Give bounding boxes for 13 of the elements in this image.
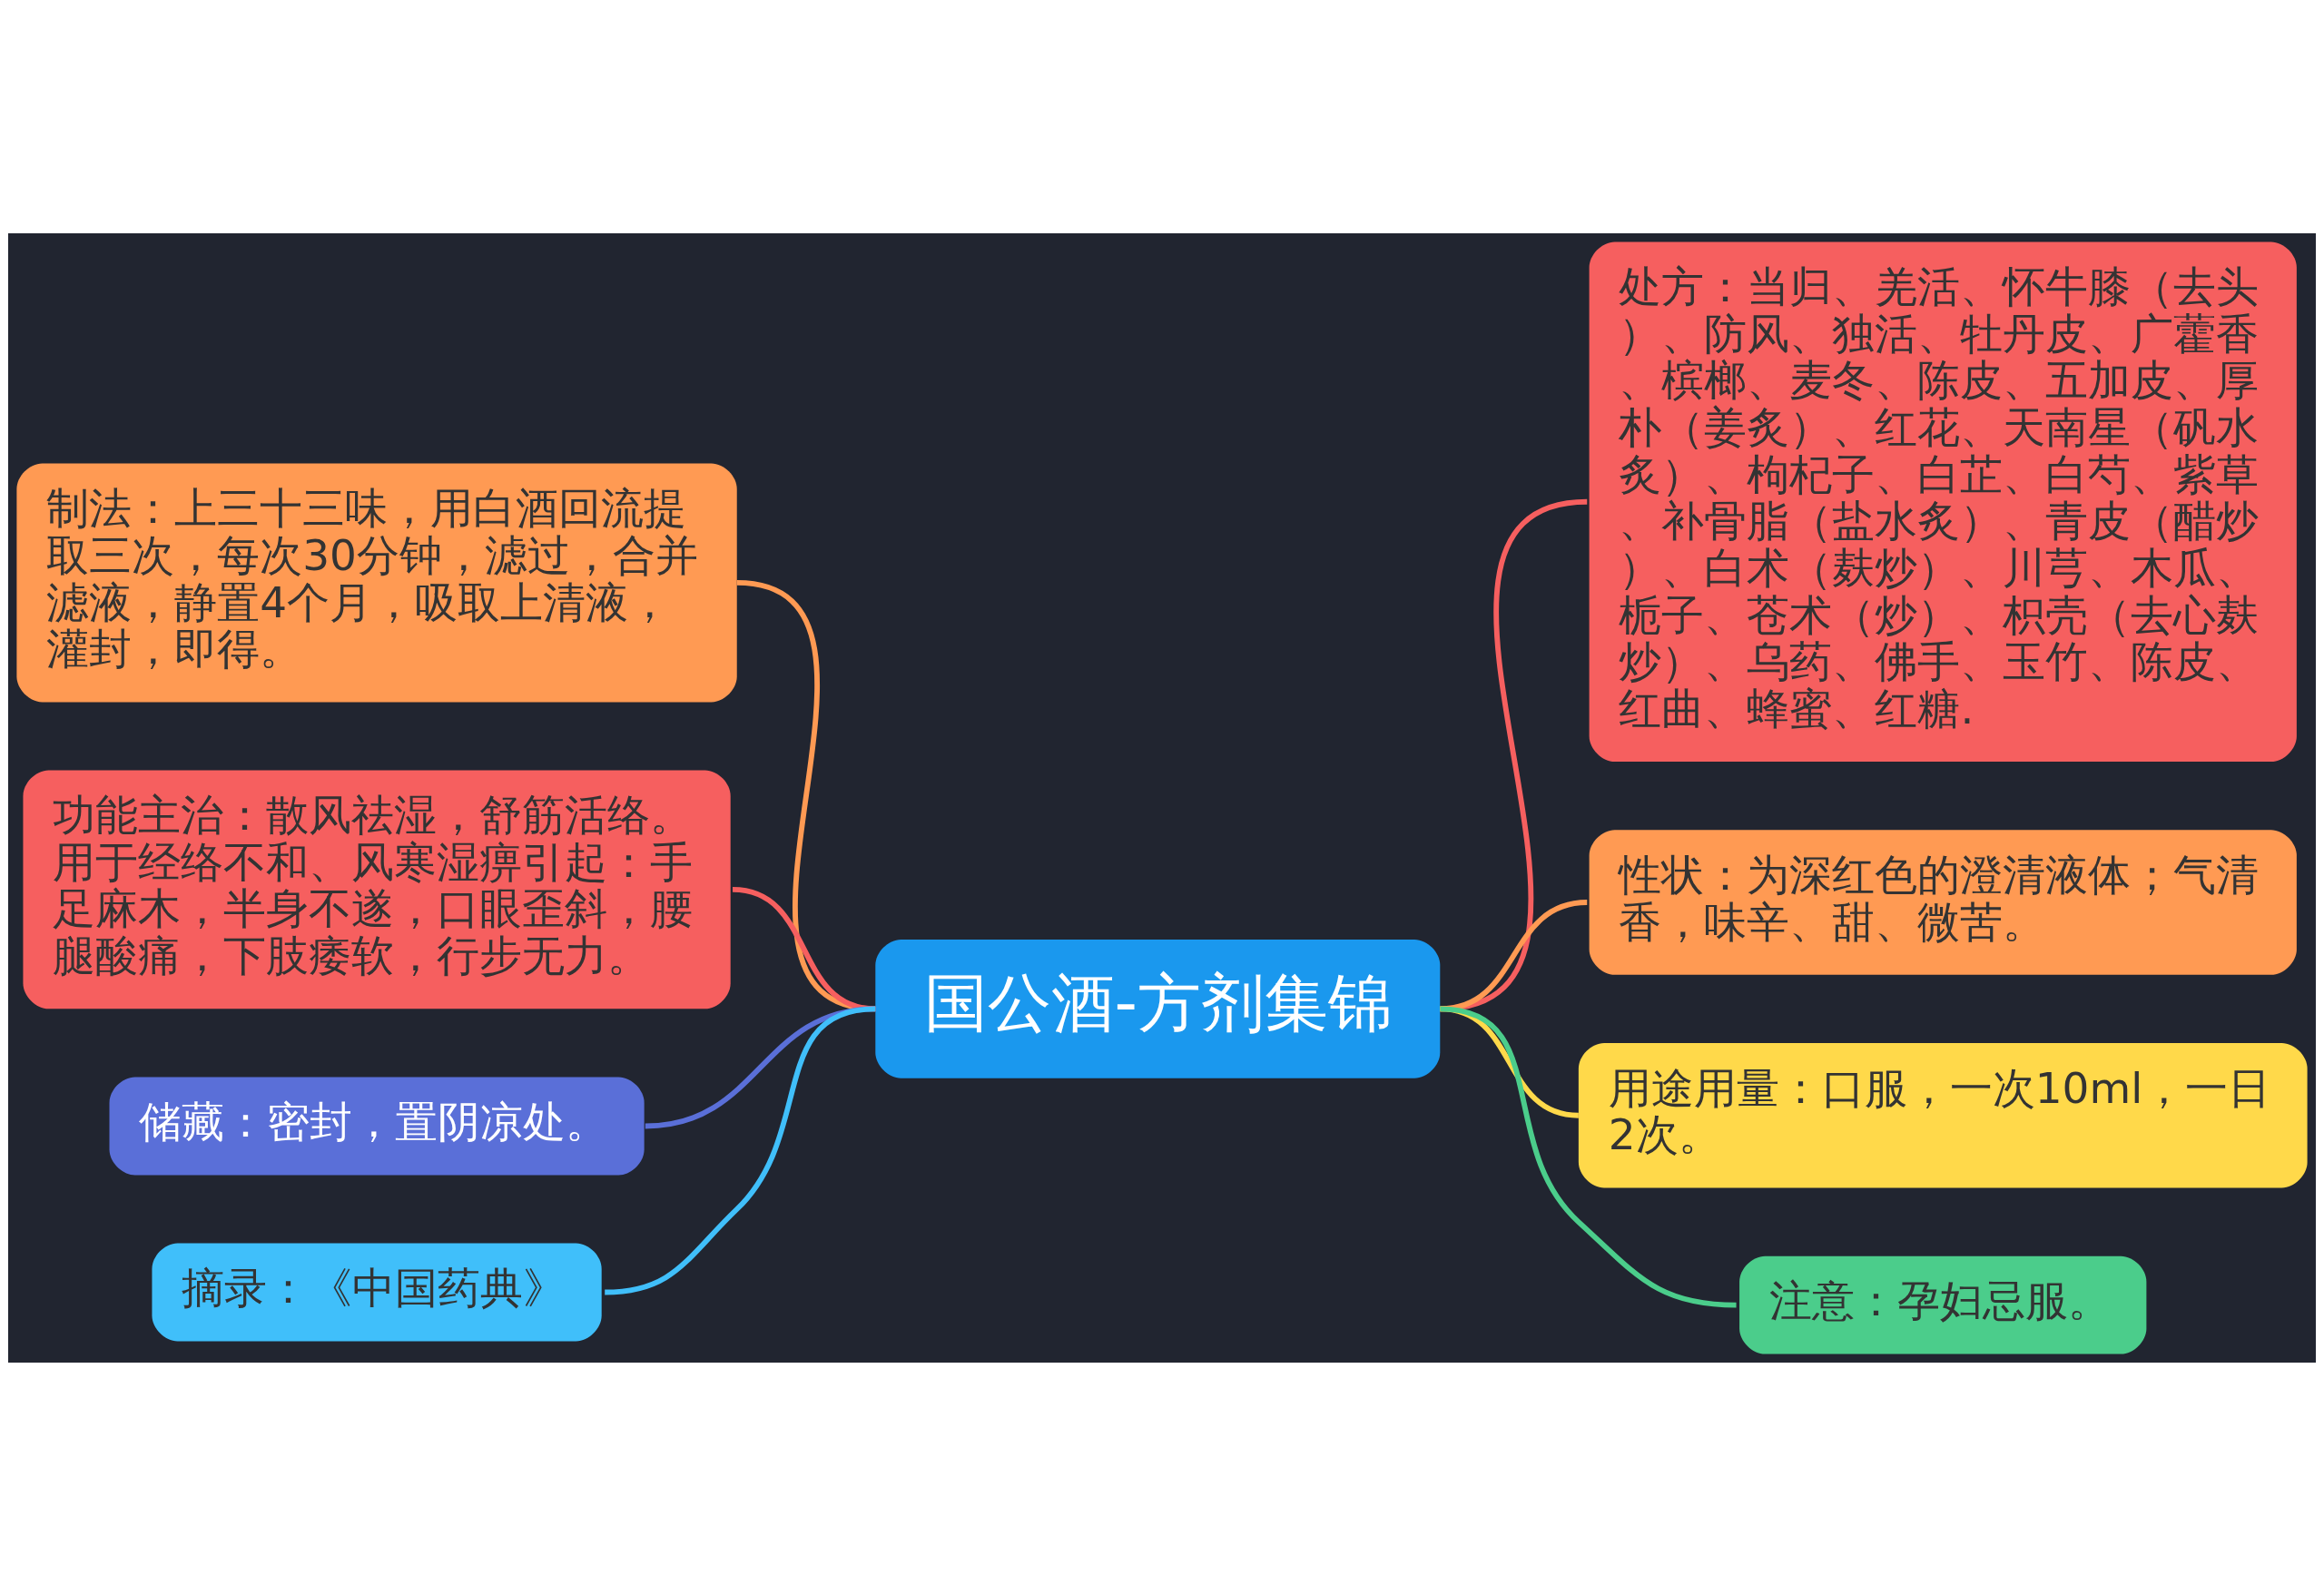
connector — [605, 1005, 876, 1295]
node-box: 用途用量：口服，一次10ml，一日2次。 — [1578, 1042, 2308, 1188]
connector — [1440, 1005, 1737, 1308]
node-box: 功能主治：散风祛湿，舒筋活络。用于经络不和、风寒湿痹引起：手足麻木，半身不遂，口眼歪斜，腰腿酸痛，下肢痿软，行步无力。 — [23, 770, 731, 1009]
node-box: 储藏：密封，置阴凉处。 — [109, 1077, 645, 1175]
node-box: 处方：当归、羌活、怀牛膝（去头）、防风、独活、牡丹皮、广藿香、槟榔、麦冬、陈皮、五加皮、厚朴（姜炙）、红花、天南星（矾水炙）、枸杞子、白芷、白芍、紫草、补骨脂（盐水炙）、青皮（醋炒）、白术（麸炒）、川芎、木瓜、栀子、苍术（炒）、枳壳（去心麸炒）、乌药、佛手、玉竹、陈皮、红曲、蜂蜜、红糖. — [1589, 241, 2297, 762]
node-box: 注意：孕妇忌服。 — [1739, 1255, 2147, 1354]
node-box: 性状：为深红色的澄清液体；气清香，味辛、甜、微苦。 — [1589, 829, 2297, 975]
connector — [1439, 899, 1588, 1011]
node-box: 制法：上三十三味，用白酒回流提取三次，每次30分钟，滤过，合并滤液，静置4个月，吸取上清液，灌封，即得。 — [16, 463, 737, 702]
node-box: 摘录：《中国药典》 — [152, 1243, 602, 1342]
node-box: 国公酒-方剂集锦 — [875, 939, 1441, 1078]
connector — [1439, 498, 1588, 1011]
